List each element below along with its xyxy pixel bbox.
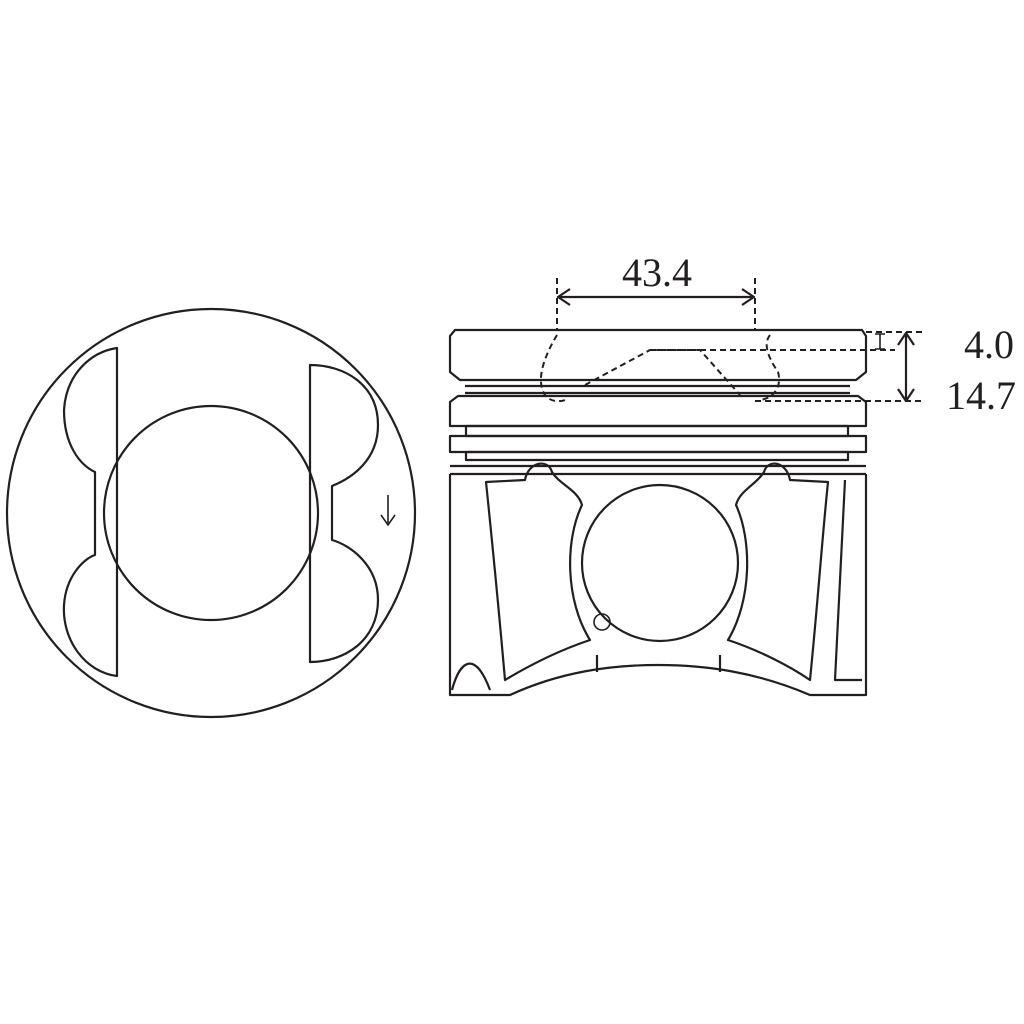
piston-outline-circle [5,307,417,719]
ring-groove-3 [464,450,850,462]
dimension-4-0-14-7: 4.0 14.7 [650,322,1016,418]
combustion-bowl-circle [102,404,320,622]
direction-arrow-icon [380,495,396,527]
piston-side-view [448,328,868,697]
hidden-bowl-right [759,334,780,401]
right-valve-pocket [308,363,380,664]
pin-boss-base [595,655,722,672]
lock-ring-hole [593,613,611,631]
top-land [448,328,868,382]
right-pin-boss-window [726,462,830,682]
left-pin-boss-window [484,462,592,682]
dimension-label-height: 14.7 [946,373,1016,418]
hidden-bowl-center [584,349,741,396]
left-valve-pocket [62,346,119,678]
hidden-bowl-left [540,334,566,403]
piston-top-view [5,307,417,719]
dimension-label-bowl-diameter: 43.4 [622,250,692,295]
dimension-43-4: 43.4 [556,250,756,330]
second-land [448,394,868,428]
piston-skirt [448,474,868,697]
dimension-label-offset: 4.0 [964,322,1014,367]
skirt-relief [450,662,492,691]
ring-groove-2 [464,424,850,438]
pin-bore-circle [580,483,740,643]
third-land [448,434,868,454]
right-skirt-edge [833,479,862,682]
